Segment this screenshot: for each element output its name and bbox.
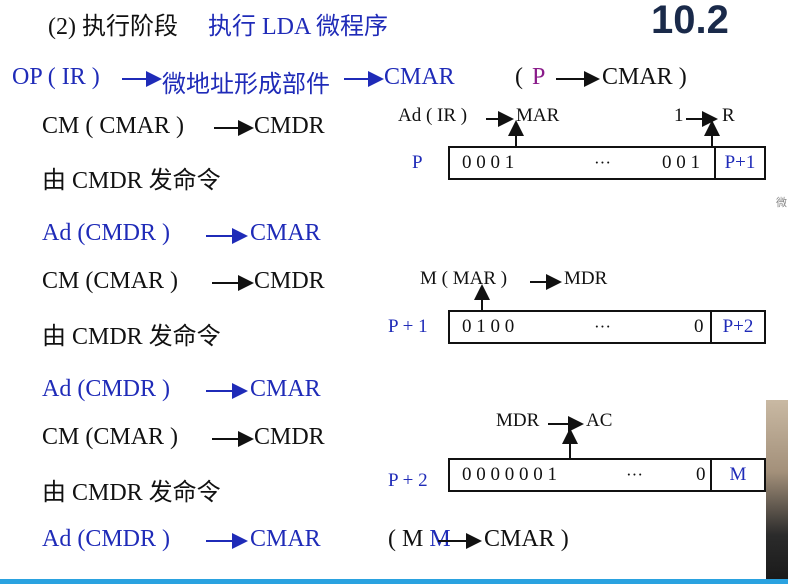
micro1-ann-right-b: R [722, 105, 735, 126]
op-mid: 微地址形成部件 [162, 72, 330, 98]
line-cmdr-1: CMDR [254, 113, 325, 139]
micro1-ann-right-a: 1 [674, 105, 684, 126]
micro2-tail: 0 [694, 316, 704, 337]
op-p: P [532, 64, 546, 90]
line-m-cmar: CMAR ) [484, 526, 569, 552]
micro1-ann-left-a: Ad ( IR ) [398, 105, 468, 126]
micro2-address: P + 1 [388, 316, 428, 337]
title-prefix: (2) 执行阶段 [48, 14, 178, 40]
line-issue-1: 由 CMDR 发命令 [42, 168, 221, 194]
line-m-paren: ( M M [388, 526, 451, 552]
micro3-dots: ··· [626, 465, 643, 484]
slide-number-badge: 10.2 [651, 0, 729, 42]
side-note: 微 [776, 197, 787, 209]
line-ad-cmdr-1: Ad (CMDR ) [42, 220, 171, 246]
micro3-address: P + 2 [388, 470, 428, 491]
micro2-ann-b: MDR [564, 268, 608, 289]
op-right: CMAR [384, 64, 455, 90]
micro1-box: 0 0 0 1 ··· 0 0 1 P+1 [448, 146, 766, 180]
line-cm-cmar-1: CM ( CMAR ) [42, 113, 185, 139]
line-cmar-3: CMAR [250, 526, 321, 552]
op-left: OP ( IR ) [12, 64, 100, 90]
line-cm-cmar-3: CM (CMAR ) [42, 424, 179, 450]
bottom-accent-bar [0, 579, 788, 584]
micro3-bits: 0 0 0 0 0 0 1 [462, 464, 557, 485]
micro2-bits: 0 1 0 0 [462, 316, 515, 337]
line-cmar-2: CMAR [250, 376, 321, 402]
micro1-ann-left-b: MAR [516, 105, 560, 126]
micro1-tail: 0 0 1 [662, 152, 700, 173]
line-cm-cmar-2: CM (CMAR ) [42, 268, 179, 294]
line-ad-cmdr-2: Ad (CMDR ) [42, 376, 171, 402]
micro3-ann-a: MDR [496, 410, 540, 431]
line-ad-cmdr-3: Ad (CMDR ) [42, 526, 171, 552]
section-title: (2) 执行阶段 执行 LDA 微程序 [48, 6, 388, 41]
micro1-dots: ··· [594, 153, 611, 172]
line-cmdr-2: CMDR [254, 268, 325, 294]
line-cmdr-3: CMDR [254, 424, 325, 450]
line-cmar-1: CMAR [250, 220, 321, 246]
micro3-tail: 0 [696, 464, 706, 485]
micro1-address: P [412, 152, 423, 173]
micro3-next-address: M [710, 460, 764, 490]
micro3-box: 0 0 0 0 0 0 1 ··· 0 M [448, 458, 766, 492]
micro2-ann-a: M ( MAR ) [420, 268, 508, 289]
presenter-video-thumbnail [766, 400, 788, 580]
micro2-next-address: P+2 [710, 312, 764, 342]
micro1-next-address: P+1 [714, 148, 764, 178]
micro1-bits: 0 0 0 1 [462, 152, 515, 173]
op-cmar: CMAR ) [602, 64, 687, 90]
line-issue-3: 由 CMDR 发命令 [42, 480, 221, 506]
op-line: OP ( IR ) [12, 64, 100, 91]
line-issue-2: 由 CMDR 发命令 [42, 324, 221, 350]
micro2-box: 0 1 0 0 ··· 0 P+2 [448, 310, 766, 344]
micro2-dots: ··· [594, 317, 611, 336]
micro3-ann-b: AC [586, 410, 613, 431]
title-suffix: 执行 LDA 微程序 [207, 14, 388, 40]
op-paren-open: ( [515, 64, 523, 90]
